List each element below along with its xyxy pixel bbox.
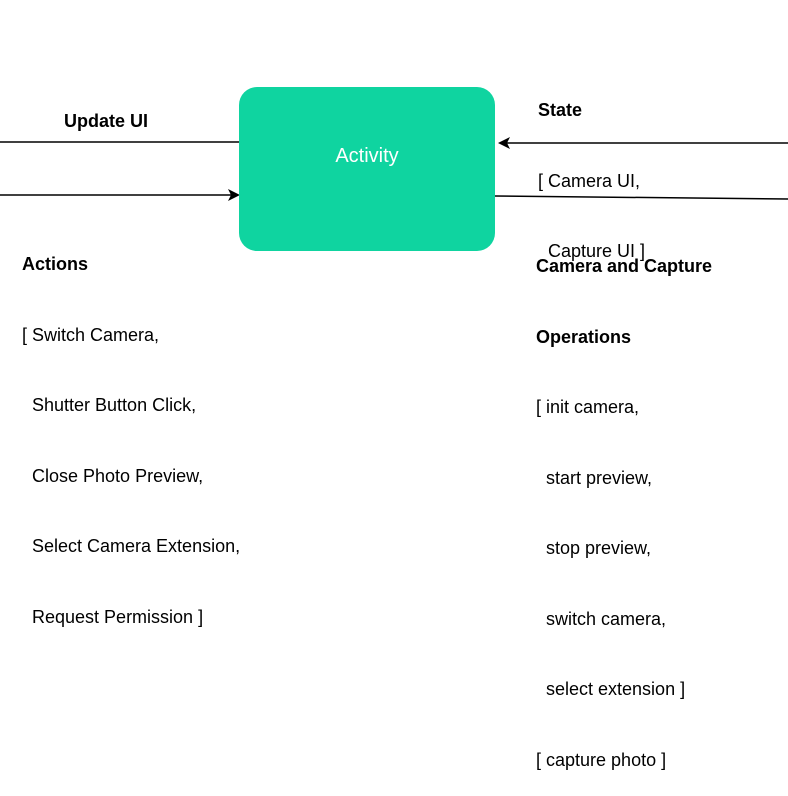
camera-ops-item: start preview,: [536, 467, 653, 488]
actions-title: Actions: [22, 254, 89, 274]
camera-ops-item: [ init camera,: [536, 397, 640, 417]
actions-block: Actions [ Switch Camera, Shutter Button …: [22, 206, 240, 653]
camera-ops-item: switch camera,: [536, 608, 667, 629]
state-block: State [ Camera UI, Capture UI ]: [538, 52, 645, 287]
actions-item: Shutter Button Click,: [22, 395, 197, 415]
update-ui-label: Update UI: [64, 111, 149, 131]
activity-label: Activity: [335, 144, 399, 167]
actions-item: Request Permission ]: [22, 606, 204, 627]
camera-ops-line: [494, 195, 788, 200]
camera-ops-item: [ capture photo ]: [536, 749, 667, 770]
state-item: [ Camera UI,: [538, 170, 641, 191]
state-item: Capture UI ]: [538, 241, 646, 261]
actions-item: [ Switch Camera,: [22, 324, 160, 345]
camera-ops-item: select extension ]: [536, 679, 686, 699]
camera-ops-item: stop preview,: [536, 538, 652, 558]
diagram-canvas: [0, 137, 788, 201]
state-title: State: [538, 100, 583, 120]
actions-item: Close Photo Preview,: [22, 465, 204, 486]
actions-item: Select Camera Extension,: [22, 536, 241, 556]
camera-ops-title-line: Camera and Capture: [536, 256, 713, 276]
activity-box: Activity: [239, 87, 495, 251]
camera-ops-title-line: Operations: [536, 326, 632, 347]
camera-ops-block: Camera and Capture Operations [ init cam…: [536, 208, 712, 796]
